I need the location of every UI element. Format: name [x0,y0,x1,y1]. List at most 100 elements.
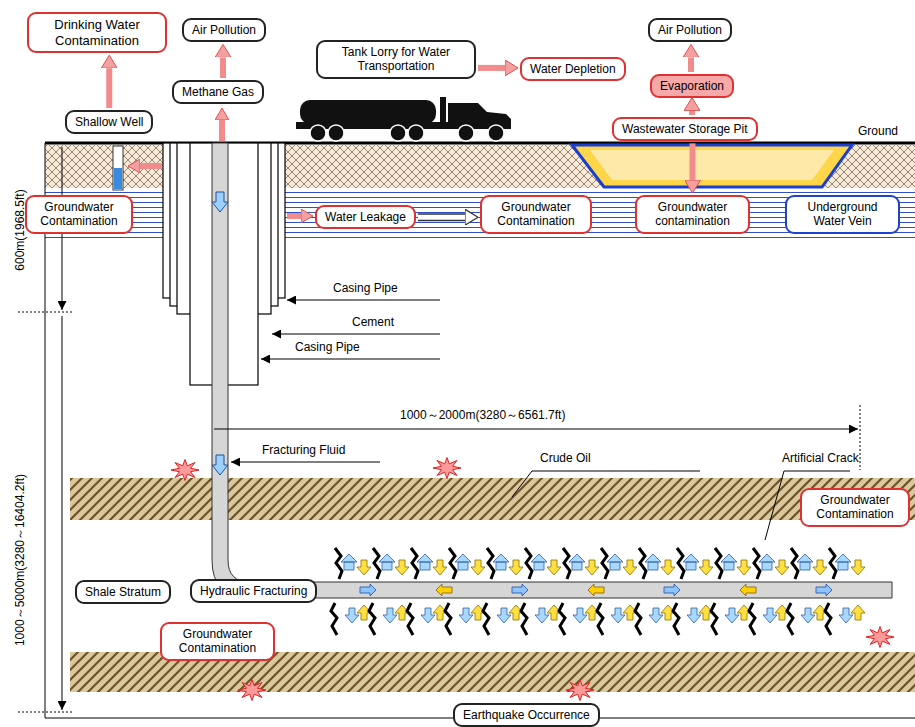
artificial-cracks [559,603,565,635]
artificial-cracks [759,554,775,570]
leader-line [512,471,700,497]
artificial-cracks [801,608,815,623]
artificial-cracks [395,560,409,575]
shallow-well [114,168,122,189]
callout-text: Groundwater contamination [645,200,740,229]
artificial-cracks [487,548,494,579]
artificial-cracks [645,554,661,570]
artificial-cracks [357,560,371,575]
dimension-line [860,405,861,470]
wastewater-pit [572,145,852,187]
artificial-cracks [677,548,684,579]
dimension-line [62,316,63,710]
callout-text: Water Depletion [530,62,616,76]
artificial-cracks [433,560,447,575]
impact-arrow [689,111,695,115]
artificial-cracks [335,548,342,579]
artificial-cracks [829,548,836,579]
artificial-cracks [816,584,832,596]
artificial-cracks [851,560,865,575]
artificial-cracks [763,608,777,623]
layer-group [418,217,465,218]
artificial-cracks [459,608,473,623]
artificial-cracks [455,554,471,570]
artificial-cracks [383,608,397,623]
callout-text: Drinking Water Contamination [37,17,157,48]
dimension-label: 1000～5000m(3280～16404.2ft) [13,474,27,646]
dimension-line [18,712,74,713]
artificial-cracks [813,560,827,575]
artificial-cracks [601,548,608,579]
artificial-cracks [379,554,395,570]
leak-arrow [140,163,162,169]
part-label: Crude Oil [540,451,591,465]
artificial-cracks [649,608,663,623]
artificial-cracks [373,548,380,579]
callout-box: Hydraulic Fracturing [190,579,317,603]
part-label: Artificial Crack [782,451,859,465]
artificial-cracks [775,560,789,575]
tank-lorry [310,125,504,141]
artificial-cracks [839,608,853,623]
leader-line [231,300,850,540]
tank-lorry [408,125,424,141]
artificial-cracks [585,560,599,575]
artificial-cracks [493,554,509,570]
artificial-cracks [588,584,604,596]
connector-outline [418,213,465,221]
artificial-cracks [725,608,739,623]
shale-stratum [70,478,915,520]
leader-line [287,300,440,301]
artificial-cracks [791,548,798,579]
callout-box: Drinking Water Contamination [27,12,167,53]
callout-text: Tank Lorry for Water Transportation [326,45,466,74]
tank-lorry [488,125,504,141]
artificial-cracks [635,603,641,635]
artificial-cracks [331,548,865,635]
artificial-cracks [421,608,435,623]
artificial-cracks [835,554,851,570]
callout-text: Earthquake Occurrence [463,708,590,722]
dimension-line [214,429,858,430]
artificial-cracks [497,608,511,623]
earthquake-burst [566,680,594,701]
artificial-cracks [369,603,375,635]
leader-line [231,462,380,463]
callout-text: Groundwater Contamination [35,200,123,229]
callout-text: Water Leakage [325,210,406,224]
artificial-cracks [687,608,701,623]
leader-line [261,359,440,360]
callout-text: Methane Gas [182,85,254,99]
part-label: Casing Pipe [295,340,360,354]
tank-lorry [328,125,344,141]
artificial-cracks [737,560,751,575]
leak-arrow [287,213,301,219]
callout-box: Earthquake Occurrence [453,703,600,727]
artificial-cracks [664,584,680,596]
artificial-cracks [331,603,337,635]
callout-text: Air Pollution [192,23,256,37]
leak-arrow [219,120,225,141]
fluid-arrow [212,192,228,475]
artificial-cracks [436,584,452,596]
callout-text: Hydraulic Fracturing [200,584,307,598]
callout-text: Groundwater Contamination [170,627,265,656]
callout-box: Water Leakage [315,205,416,229]
callout-box: Shallow Well [65,110,153,134]
artificial-cracks [509,560,523,575]
callout-box: Groundwater Contamination [480,195,592,234]
callout-text: Underground Water Vein [795,200,890,229]
callout-text: Wastewater Storage Pit [622,122,748,136]
artificial-cracks [787,603,793,635]
callout-text: Groundwater Contamination [810,493,900,522]
dimension-line [18,147,860,712]
impact-arrow [106,68,112,108]
artificial-cracks [673,603,679,635]
part-label: 1000～2000m(3280～6561.7ft) [400,408,565,422]
part-label: Cement [352,315,394,329]
artificial-cracks [471,560,485,575]
callout-box: Shale Stratum [75,580,171,604]
earthquake-burst [433,458,461,479]
impact-arrow [418,215,465,220]
callout-text: Air Pollution [658,23,722,37]
